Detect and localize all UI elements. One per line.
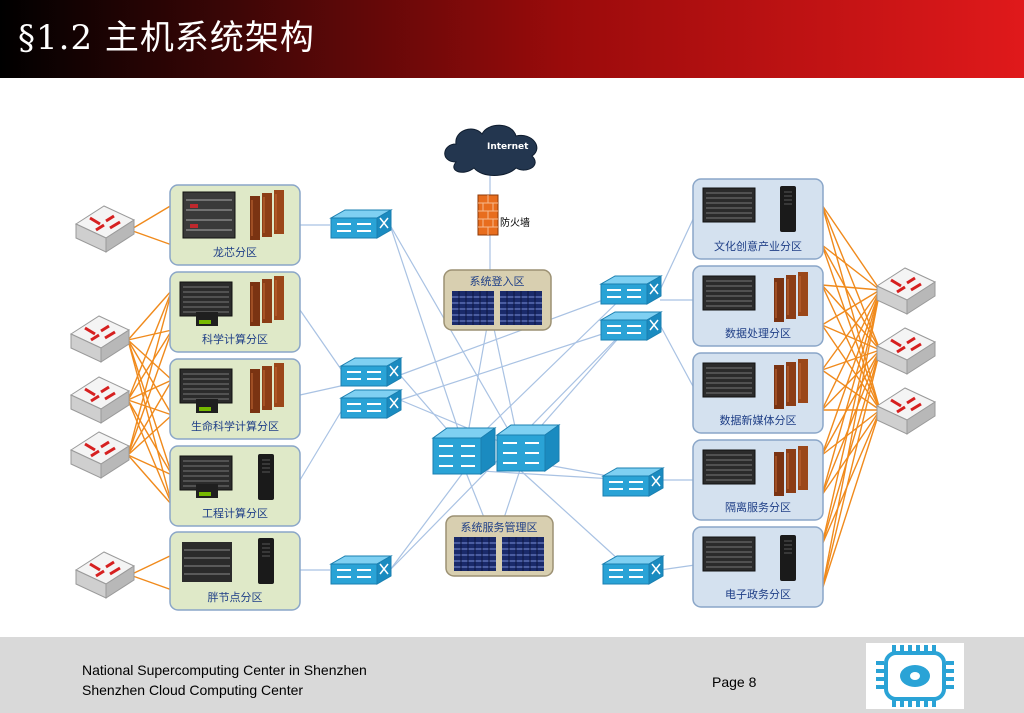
- zone-label-login: 系统登入区: [470, 274, 525, 288]
- zone-scientific: 科学计算分区: [169, 271, 301, 353]
- zone-loongson: 龙芯分区: [169, 184, 301, 266]
- server-rack-icon: [773, 358, 809, 410]
- server-rack-icon: [249, 189, 285, 241]
- zone-login: 系统登入区: [443, 269, 552, 331]
- switch-icon: [602, 555, 664, 585]
- zone-label-right-4: 电子政务分区: [725, 587, 791, 601]
- zone-label-service-mgmt: 系统服务管理区: [461, 520, 538, 534]
- router-icon: [74, 550, 136, 600]
- blade-server-icon: [179, 368, 233, 404]
- server-rack-icon: [249, 275, 285, 327]
- switch-icon: [600, 311, 662, 341]
- blade-server-icon: [702, 362, 756, 398]
- router-icon: [875, 266, 937, 316]
- blade-server-icon: [702, 536, 756, 572]
- zone-data-processing: 数据处理分区: [692, 265, 824, 347]
- router-icon: [74, 204, 136, 254]
- zone-label-right-1: 数据处理分区: [725, 326, 791, 340]
- zone-label-left-3: 工程计算分区: [202, 506, 268, 520]
- switch-icon: [602, 467, 664, 497]
- core-switch-icon: [432, 427, 496, 475]
- server-rack-icon: [773, 271, 809, 323]
- switch-icon: [330, 209, 392, 239]
- server-grid-icon: [451, 290, 495, 326]
- zone-isolated-service: 隔离服务分区: [692, 439, 824, 521]
- title-bar: §1.2 主机系统架构: [0, 0, 1024, 78]
- router-icon: [875, 386, 937, 436]
- firewall-label: 防火墙: [500, 216, 530, 229]
- server-rack-icon: [249, 362, 285, 414]
- footer-org-line2: Shenzhen Cloud Computing Center: [82, 682, 304, 698]
- internet-label: Internet: [487, 142, 529, 152]
- router-icon: [69, 375, 131, 425]
- switch-icon: [340, 389, 402, 419]
- core-switch-icon: [496, 424, 560, 472]
- zone-life-science: 生命科学计算分区: [169, 358, 301, 440]
- blade-server-icon: [702, 187, 756, 223]
- page-number: Page 8: [712, 674, 757, 690]
- blade-server-icon: [702, 449, 756, 485]
- footer: National Supercomputing Center in Shenzh…: [0, 637, 1024, 713]
- zone-label-left-0: 龙芯分区: [213, 245, 257, 259]
- blade-server-icon: [179, 281, 233, 317]
- footer-org-line1: National Supercomputing Center in Shenzh…: [82, 662, 367, 678]
- firewall-icon: [477, 194, 499, 236]
- zone-label-left-2: 生命科学计算分区: [191, 419, 279, 433]
- switch-icon: [600, 275, 662, 305]
- tower-server-icon: [779, 534, 797, 582]
- server-grid-icon: [501, 536, 545, 572]
- tower-server-icon: [257, 453, 275, 501]
- zone-label-left-1: 科学计算分区: [202, 332, 268, 346]
- chip-logo-icon: [866, 643, 964, 709]
- zone-new-media: 数据新媒体分区: [692, 352, 824, 434]
- slide-title: §1.2 主机系统架构: [18, 18, 315, 58]
- zone-engineering: 工程计算分区: [169, 445, 301, 527]
- zone-fat-node: 胖节点分区: [169, 531, 301, 611]
- tower-server-icon: [257, 537, 275, 585]
- switch-icon: [330, 555, 392, 585]
- zone-label-right-0: 文化创意产业分区: [714, 239, 802, 253]
- tower-server-icon: [779, 185, 797, 233]
- switch-icon: [340, 357, 402, 387]
- zone-label-left-4: 胖节点分区: [208, 591, 263, 604]
- server-rack-icon: [773, 445, 809, 497]
- server-grid-icon: [453, 536, 497, 572]
- router-icon: [69, 314, 131, 364]
- router-icon: [875, 326, 937, 376]
- blade-server-icon: [702, 275, 756, 311]
- zone-cultural: 文化创意产业分区: [692, 178, 824, 260]
- zone-e-government: 电子政务分区: [692, 526, 824, 608]
- zone-service-mgmt: 系统服务管理区: [445, 515, 554, 577]
- zone-label-right-3: 隔离服务分区: [725, 500, 791, 514]
- server-grid-icon: [499, 290, 543, 326]
- internet-cloud-icon: Internet: [444, 124, 538, 176]
- zone-label-right-2: 数据新媒体分区: [720, 413, 797, 427]
- router-icon: [69, 430, 131, 480]
